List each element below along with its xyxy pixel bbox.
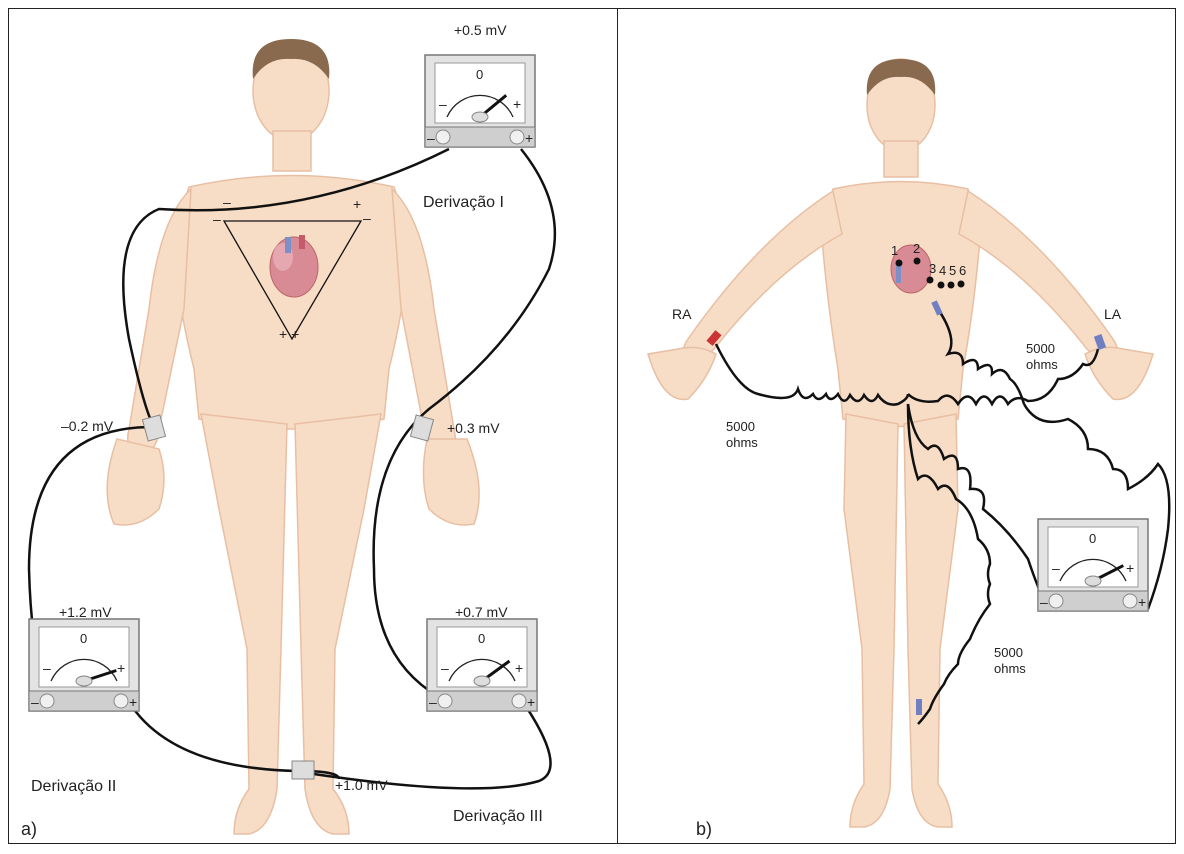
panel-b-label: b) bbox=[696, 819, 712, 839]
meter-b-dial-minus: – bbox=[1052, 560, 1060, 576]
meter-3-dial-minus: – bbox=[441, 660, 449, 676]
meter-3-galvanometer: 0 – + – + bbox=[427, 619, 537, 711]
meter-b-dial-plus: + bbox=[1126, 560, 1134, 576]
meter-1-dial-minus: – bbox=[439, 96, 447, 112]
triangle-sign-tr-2: – bbox=[363, 210, 371, 226]
panel-a: 0–+–+0–+–+0–+–+ +0.5 mV Derivação I +1.2… bbox=[8, 8, 618, 844]
meter-2-terminal-plus bbox=[114, 694, 128, 708]
meter-1-terminal-minus-label: – bbox=[427, 130, 435, 146]
chest-lead-2: 2 bbox=[913, 241, 920, 256]
meter-2-reading: +1.2 mV bbox=[59, 604, 112, 620]
meter-2-terminal-minus-label: – bbox=[31, 694, 39, 710]
chest-lead-6: 6 bbox=[959, 263, 966, 278]
electrode-leg-tip bbox=[916, 699, 922, 715]
meter-1-zero-label: 0 bbox=[476, 67, 483, 82]
resistor-ra-value: 5000 bbox=[726, 419, 755, 434]
triangle-sign-tr: + bbox=[353, 196, 361, 212]
chest-lead-3: 3 bbox=[929, 261, 936, 276]
chest-lead-4: 4 bbox=[939, 263, 946, 278]
panel-b-diagram: 1 2 3 4 5 6 RA LA 5000 ohms 5000 ohms 50… bbox=[618, 9, 1177, 845]
meter-1-terminal-plus-label: + bbox=[525, 130, 533, 146]
panel-a-diagram: 0–+–+0–+–+0–+–+ +0.5 mV Derivação I +1.2… bbox=[9, 9, 619, 845]
label-ra: RA bbox=[672, 306, 692, 322]
triangle-sign-tl-2: – bbox=[213, 211, 221, 227]
meter-b-terminal-plus bbox=[1123, 594, 1137, 608]
meter-b-galvanometer: 0 – + – + bbox=[1038, 519, 1148, 611]
meter-3-zero-label: 0 bbox=[478, 631, 485, 646]
panel-b: 1 2 3 4 5 6 RA LA 5000 ohms 5000 ohms 50… bbox=[617, 8, 1176, 844]
meter-3-reading: +0.7 mV bbox=[455, 604, 508, 620]
resistor-ll-value: 5000 bbox=[994, 645, 1023, 660]
label-la: LA bbox=[1104, 306, 1122, 322]
meter-3-dial-plus: + bbox=[515, 660, 523, 676]
meter-3-terminal-minus-label: – bbox=[429, 694, 437, 710]
meter-b-terminal-minus-label: – bbox=[1040, 594, 1048, 610]
meter-2-terminal-plus-label: + bbox=[129, 694, 137, 710]
meter-3-terminal-plus-label: + bbox=[527, 694, 535, 710]
resistor-ra-unit: ohms bbox=[726, 435, 758, 450]
electrode-ll-value: +1.0 mV bbox=[335, 777, 388, 793]
meter-b-terminal-plus-label: + bbox=[1138, 594, 1146, 610]
resistor-ll-unit: ohms bbox=[994, 661, 1026, 676]
meter-3-pivot bbox=[474, 676, 490, 686]
triangle-sign-bottom: + + bbox=[279, 326, 299, 342]
electrode-ra-value: –0.2 mV bbox=[61, 418, 114, 434]
meter-2-terminal-minus bbox=[40, 694, 54, 708]
panel-a-label: a) bbox=[21, 819, 37, 839]
lead-3-name: Derivação III bbox=[453, 808, 543, 825]
lead-2-name: Derivação II bbox=[31, 778, 116, 795]
meter-2-galvanometer: 0 – + – + bbox=[29, 619, 139, 711]
meter-1-reading: +0.5 mV bbox=[454, 22, 507, 38]
chest-lead-5: 5 bbox=[949, 263, 956, 278]
meter-b-pivot bbox=[1085, 576, 1101, 586]
electrode-clip-ll bbox=[292, 761, 314, 779]
meter-1-galvanometer: 0 – + – + bbox=[425, 55, 535, 147]
meter-b-zero-label: 0 bbox=[1089, 531, 1096, 546]
resistor-la-value: 5000 bbox=[1026, 341, 1055, 356]
meter-2-dial-plus: + bbox=[117, 660, 125, 676]
chest-lead-1: 1 bbox=[891, 243, 898, 258]
human-body-figure-b bbox=[648, 59, 1153, 827]
meter-3-terminal-minus bbox=[438, 694, 452, 708]
resistor-la-unit: ohms bbox=[1026, 357, 1058, 372]
meter-1-terminal-plus bbox=[510, 130, 524, 144]
meter-2-dial-minus: – bbox=[43, 660, 51, 676]
meter-1-dial-plus: + bbox=[513, 96, 521, 112]
electrode-la-value: +0.3 mV bbox=[447, 420, 500, 436]
meter-1-pivot bbox=[472, 112, 488, 122]
meter-1-terminal-minus bbox=[436, 130, 450, 144]
meter-b-terminal-minus bbox=[1049, 594, 1063, 608]
lead-1-name: Derivação I bbox=[423, 194, 504, 211]
meter-2-pivot bbox=[76, 676, 92, 686]
triangle-sign-tl: – bbox=[223, 194, 231, 210]
meter-3-terminal-plus bbox=[512, 694, 526, 708]
meter-2-zero-label: 0 bbox=[80, 631, 87, 646]
